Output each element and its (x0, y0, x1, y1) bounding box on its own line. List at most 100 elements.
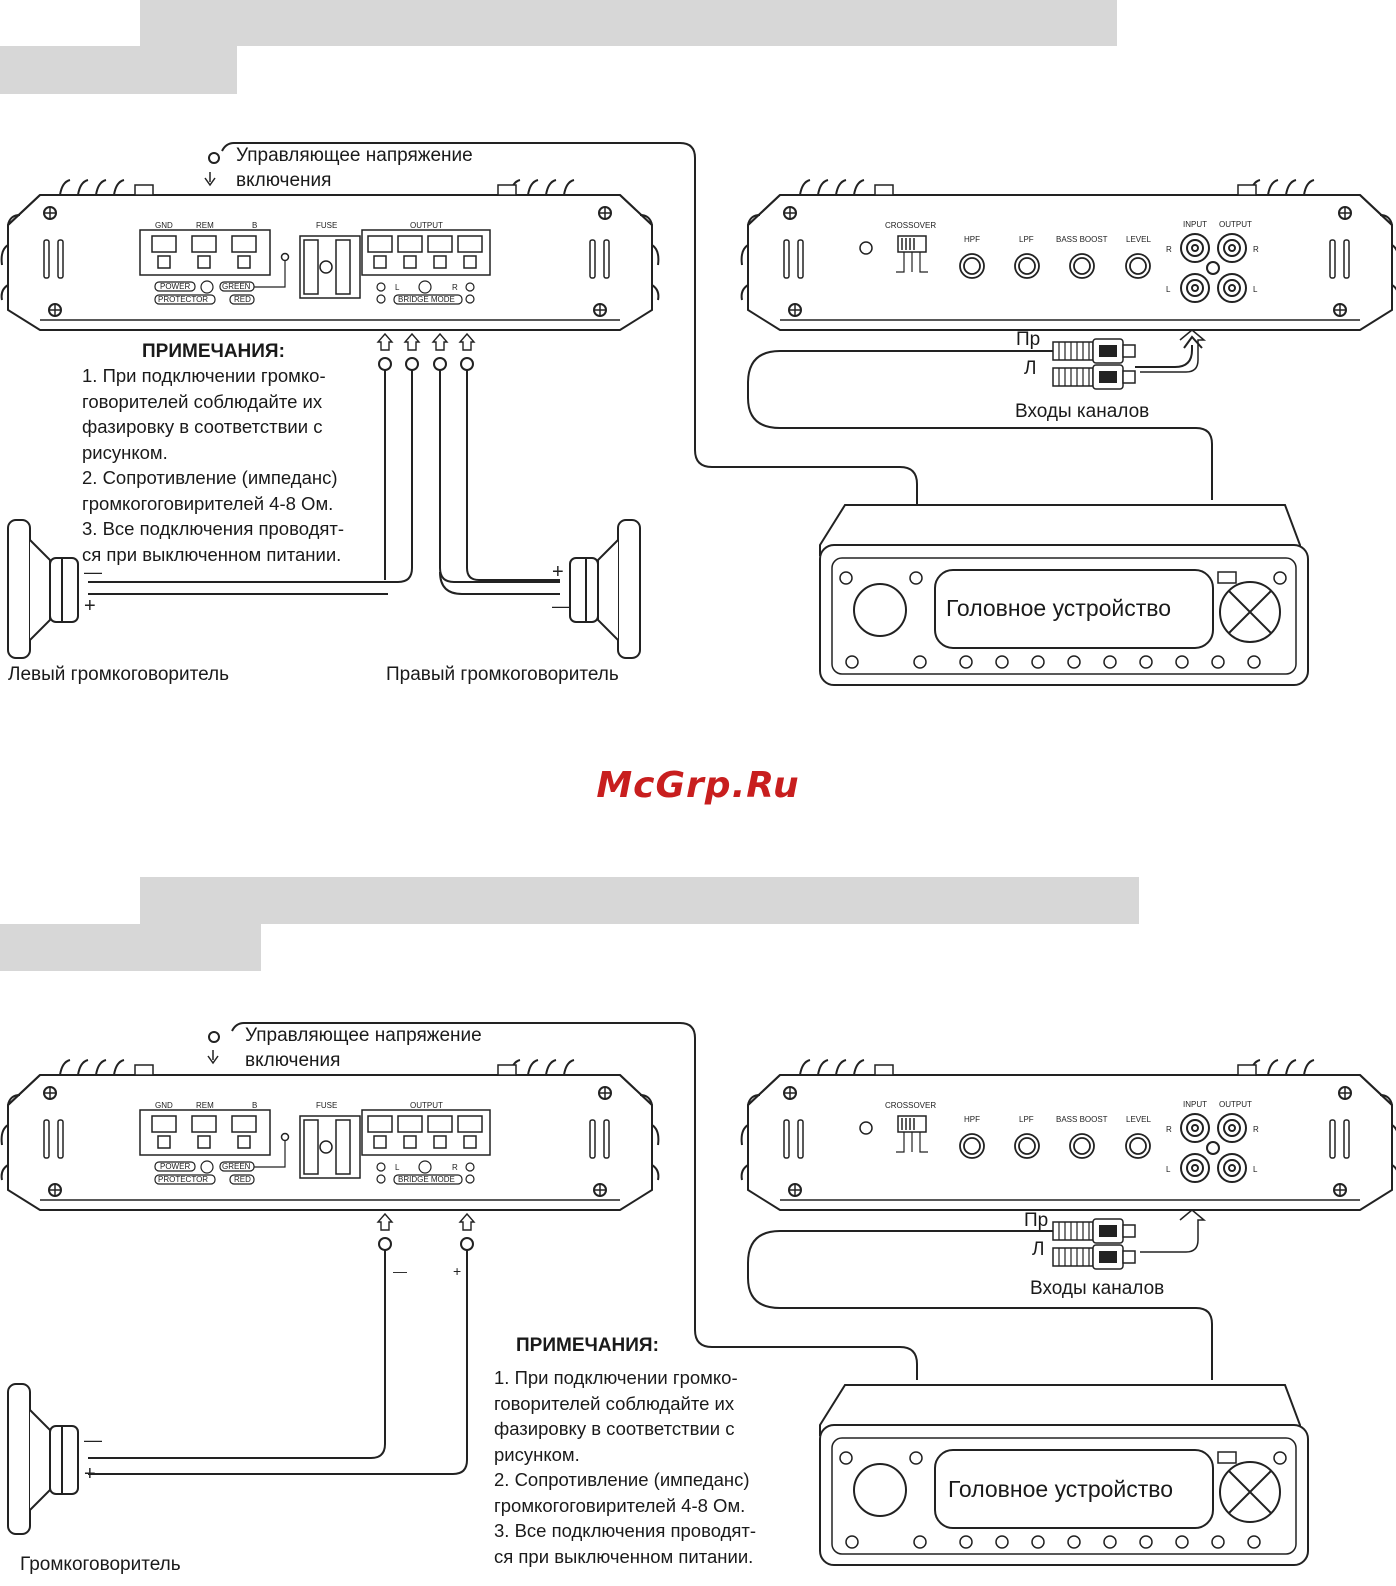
lpf-label-2: LPF (1019, 1115, 1034, 1124)
top-note-line: ся при выключенном питании. (82, 543, 342, 565)
r2-label: R (1166, 245, 1172, 254)
svg-text:+: + (552, 561, 564, 583)
rem-label-2: REM (196, 1101, 214, 1110)
top-right-speaker-label: Правый громкоговоритель (386, 664, 619, 685)
header-band-1 (140, 0, 1117, 46)
top-remote-wire (221, 142, 918, 505)
top-rca-right-label: Пр (1016, 329, 1041, 350)
protector-label: PROTECTOR (158, 295, 208, 304)
svg-text:—: — (552, 596, 570, 616)
bottom-channel-inputs-label: Входы каналов (1030, 1278, 1165, 1299)
svg-text:+: + (84, 1463, 96, 1485)
header-band-2 (0, 46, 237, 94)
crossover-label: CROSSOVER (885, 221, 936, 230)
level-label: LEVEL (1126, 235, 1151, 244)
svg-text:+: + (453, 1263, 461, 1279)
bottom-note-line: 1. При подключении громко- (494, 1367, 738, 1388)
rem-label: REM (196, 221, 214, 230)
bottom-remote-wire (231, 1022, 918, 1380)
bottom-note-line: говорителей соблюдайте их (494, 1392, 735, 1414)
input-label-2: INPUT (1183, 1100, 1207, 1109)
bottom-note-line: 3. Все подключения проводят- (494, 1520, 757, 1541)
top-remote-label-1: Управляющее напряжение (236, 145, 473, 166)
header-band-3 (140, 877, 1139, 924)
watermark: McGrp.Ru (596, 765, 800, 806)
hpf-label: HPF (964, 235, 980, 244)
red-label: RED (234, 295, 251, 304)
level-label-2: LEVEL (1126, 1115, 1151, 1124)
top-remote-label-2: включения (236, 170, 332, 191)
bottom-head-unit (819, 1384, 1309, 1566)
fuse-label: FUSE (316, 221, 337, 230)
power-label-2: POWER (160, 1162, 190, 1171)
top-amplifier-controls (740, 179, 1396, 331)
bottom-note-line: громкогоговирителей 4-8 Ом. (494, 1494, 746, 1516)
top-note-line: рисунком. (82, 441, 168, 463)
bass-boost-label-2: BASS BOOST (1056, 1115, 1108, 1124)
bottom-rca-right-label: Пр (1024, 1210, 1049, 1231)
top-note-line: фазировку в соответствии с (82, 416, 323, 437)
top-channel-inputs-label: Входы каналов (1015, 401, 1150, 422)
svg-text:—: — (393, 1263, 407, 1279)
red-label-2: RED (234, 1175, 251, 1184)
header-band-4 (0, 924, 261, 971)
bottom-amplifier-panel (0, 1059, 660, 1211)
output-label-2: OUTPUT (410, 1101, 443, 1110)
bridge-mode-label: BRIDGE MODE (398, 295, 455, 304)
crossover-label-2: CROSSOVER (885, 1101, 936, 1110)
top-note-line: громкогоговирителей 4-8 Ом. (82, 492, 334, 514)
top-notes: ПРИМЕЧАНИЯ: 1. При подключении громко- г… (82, 341, 344, 567)
top-head-unit-label: Головное устройство (946, 595, 1172, 621)
bottom-notes-title: ПРИМЕЧАНИЯ: (516, 1335, 659, 1356)
top-note-line: 1. При подключении громко- (82, 365, 326, 386)
r-label-2: R (452, 1163, 458, 1172)
b-label-2: B (252, 1101, 257, 1110)
bridge-mode-label-2: BRIDGE MODE (398, 1175, 455, 1184)
green-label: GREEN (222, 282, 251, 291)
output2-label-2: OUTPUT (1219, 1100, 1252, 1109)
top-amplifier-panel (0, 179, 660, 331)
bottom-remote-label-2: включения (245, 1050, 341, 1071)
top-left-speaker-label: Левый громкоговоритель (8, 664, 230, 685)
top-note-line: говорителей соблюдайте их (82, 390, 323, 412)
top-right-speaker (569, 519, 641, 659)
green-label-2: GREEN (222, 1162, 251, 1171)
l3-label: L (1253, 285, 1258, 294)
fuse-label-2: FUSE (316, 1101, 337, 1110)
r3-label: R (1253, 245, 1259, 254)
bottom-speaker-label: Громкоговоритель (20, 1554, 181, 1575)
r3-label-2: R (1253, 1125, 1259, 1134)
output2-label: OUTPUT (1219, 220, 1252, 229)
svg-text:+: + (84, 595, 96, 617)
bottom-remote-label-1: Управляющее напряжение (245, 1025, 482, 1046)
bottom-note-line: фазировку в соответствии с (494, 1418, 735, 1439)
bottom-speaker (7, 1383, 79, 1535)
bottom-note-line: рисунком. (494, 1443, 580, 1465)
top-rca-left-label: Л (1024, 358, 1037, 379)
svg-text:—: — (84, 562, 102, 582)
lpf-label: LPF (1019, 235, 1034, 244)
l-label-2: L (395, 1163, 400, 1172)
protector-label-2: PROTECTOR (158, 1175, 208, 1184)
gnd-label: GND (155, 221, 173, 230)
bottom-head-unit-label: Головное устройство (948, 1476, 1174, 1502)
top-notes-title: ПРИМЕЧАНИЯ: (142, 341, 285, 362)
l-label: L (395, 283, 400, 292)
bottom-note-line: ся при выключенном питании. (494, 1545, 754, 1567)
bottom-rca-left-label: Л (1032, 1239, 1045, 1260)
bass-boost-label: BASS BOOST (1056, 235, 1108, 244)
bottom-notes: ПРИМЕЧАНИЯ: 1. При подключении громко- г… (494, 1335, 756, 1569)
top-note-line: 2. Сопротивление (импеданс) (82, 467, 338, 488)
top-left-speaker (7, 519, 79, 659)
top-note-line: 3. Все подключения проводят- (82, 518, 345, 539)
bottom-note-line: 2. Сопротивление (импеданс) (494, 1469, 750, 1490)
l2-label: L (1166, 285, 1171, 294)
r2-label-2: R (1166, 1125, 1172, 1134)
bottom-amplifier-controls (740, 1059, 1396, 1211)
svg-text:—: — (84, 1430, 102, 1450)
r-label: R (452, 283, 458, 292)
input-label: INPUT (1183, 220, 1207, 229)
l3-label-2: L (1253, 1165, 1258, 1174)
output-label: OUTPUT (410, 221, 443, 230)
